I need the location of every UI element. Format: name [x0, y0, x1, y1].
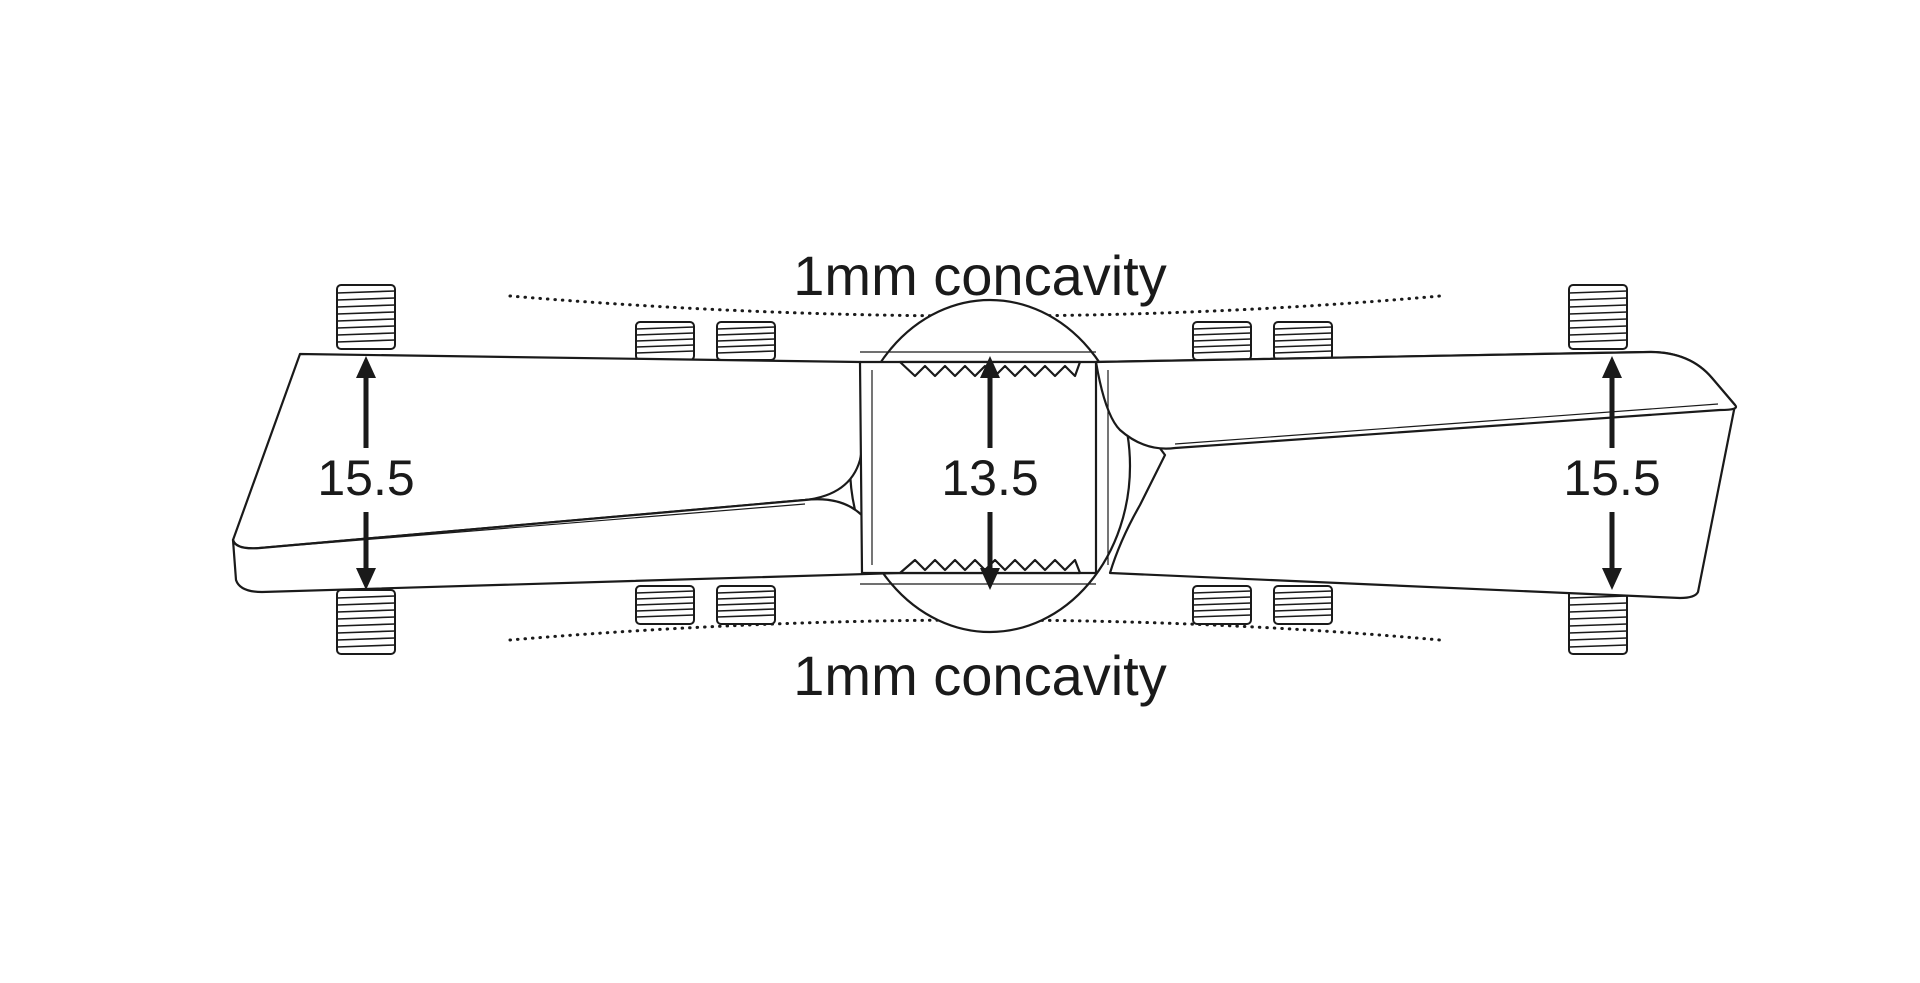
inner-top-pin-2	[716, 321, 776, 361]
center-dimension-arrow	[980, 356, 1000, 590]
right-thickness-label: 15.5	[1563, 450, 1660, 506]
inner-bottom-pin-2	[716, 585, 776, 625]
inner-top-pin-3	[1192, 321, 1252, 361]
left-thickness-label: 15.5	[317, 450, 414, 506]
bottom-concavity-label: 1mm concavity	[793, 644, 1166, 707]
inner-bottom-pin-1	[635, 585, 695, 625]
right-dimension-arrow	[1602, 356, 1622, 590]
inner-top-pin-4	[1273, 321, 1333, 361]
inner-top-pin-1	[635, 321, 695, 361]
center-thickness-label: 13.5	[941, 450, 1038, 506]
inner-bottom-pin-3	[1192, 585, 1252, 625]
inner-bottom-pin-4	[1273, 585, 1333, 625]
right-body-edge-line	[1174, 403, 1719, 445]
top-concavity-label: 1mm concavity	[793, 244, 1166, 307]
left-body-edge-line	[261, 503, 806, 549]
right-body-upper-face	[1094, 350, 1738, 450]
right-top-pin	[1568, 284, 1628, 350]
right-bottom-pin	[1568, 589, 1628, 655]
left-top-pin	[336, 284, 396, 350]
left-bottom-pin	[336, 589, 396, 655]
left-dimension-arrow	[356, 356, 376, 590]
